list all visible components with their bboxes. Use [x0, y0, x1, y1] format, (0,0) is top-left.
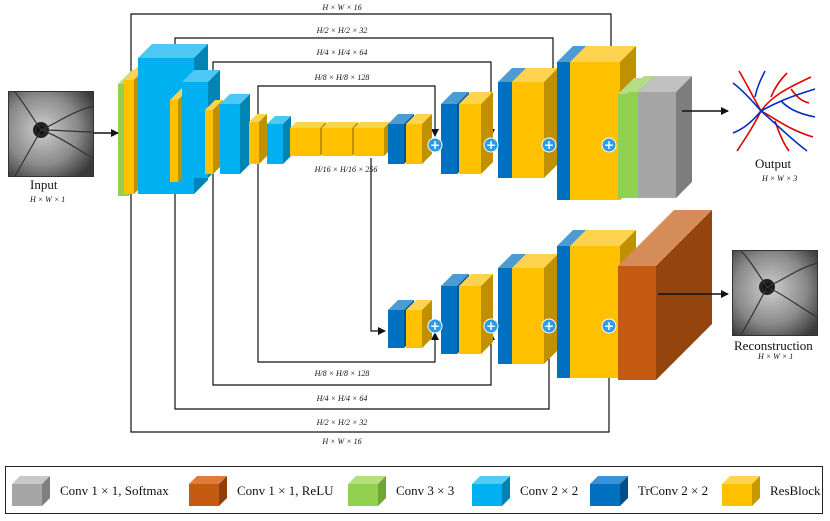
legend: Conv 1 × 1, Softmax Conv 1 × 1, ReLU Con… — [5, 466, 823, 514]
reconstruction-dims: H × W × 1 — [758, 352, 794, 361]
svg-text:+: + — [486, 319, 496, 333]
legend-label-relu: Conv 1 × 1, ReLU — [237, 483, 334, 498]
dec4-top-resblock — [406, 114, 432, 164]
add-bot-2: + — [541, 318, 557, 334]
io-arrows — [94, 107, 729, 298]
svg-text:+: + — [430, 319, 440, 333]
enc4-resblock — [249, 114, 267, 164]
legend-swatch-green — [348, 476, 386, 506]
input-dims: H × W × 1 — [30, 195, 66, 204]
skip1-top-label: H × W × 16 — [321, 3, 361, 12]
enc3-cyan — [220, 94, 250, 174]
legend-item-conv2: Conv 2 × 2 — [472, 476, 578, 506]
skip1-bot — [130, 192, 613, 433]
skip4-bot — [257, 160, 439, 363]
legend-item-trconv: TrConv 2 × 2 — [590, 476, 708, 506]
legend-item-softmax: Conv 1 × 1, Softmax — [12, 476, 169, 506]
svg-text:+: + — [604, 138, 614, 152]
dec3-top-resblock — [459, 92, 493, 174]
add-top-1: + — [601, 137, 617, 153]
dec3-bot-resblock — [459, 274, 493, 354]
out-softmax — [638, 76, 692, 198]
output-vessel-map — [730, 66, 818, 154]
svg-text:+: + — [544, 319, 554, 333]
add-bot-3: + — [483, 318, 499, 334]
output-caption: Output — [755, 156, 792, 171]
add-top-4: + — [427, 137, 443, 153]
legend-item-relu: Conv 1 × 1, ReLU — [189, 476, 334, 506]
svg-text:+: + — [604, 319, 614, 333]
bottleneck-3 — [354, 122, 390, 156]
bottleneck-down — [370, 158, 386, 335]
network-blocks — [118, 44, 712, 380]
skip2-bot-label: H/2 × H/2 × 32 — [316, 418, 368, 427]
skip1-bot-label: H × W × 16 — [321, 437, 361, 446]
legend-swatch-orange — [189, 476, 227, 506]
svg-text:+: + — [486, 138, 496, 152]
reconstruction-retina-image — [732, 250, 818, 336]
dec2-bot-resblock — [512, 254, 558, 364]
legend-label-conv2: Conv 2 × 2 — [520, 483, 579, 498]
skip4-bot-label: H/8 × H/8 × 128 — [314, 369, 370, 378]
legend-item-resblock: ResBlock — [722, 476, 821, 506]
legend-label-trconv: TrConv 2 × 2 — [638, 483, 709, 498]
skip2-top-label: H/2 × H/2 × 32 — [316, 26, 368, 35]
legend-swatch-gray — [12, 476, 50, 506]
dec2-top-resblock — [512, 68, 558, 178]
input-retina-image — [8, 91, 94, 177]
add-bot-4: + — [427, 318, 443, 334]
dec4-bot-resblock — [406, 300, 432, 348]
add-top-3: + — [483, 137, 499, 153]
skip2-bot — [174, 180, 553, 410]
add-bot-1: + — [601, 318, 617, 334]
addition-nodes: + + + + + + + + — [427, 137, 617, 334]
legend-item-conv3: Conv 3 × 3 — [348, 476, 454, 506]
svg-text:+: + — [544, 138, 554, 152]
svg-text:+: + — [430, 138, 440, 152]
reconstruction-caption: Reconstruction — [734, 338, 813, 353]
dimension-labels: H × W × 16 H/2 × H/2 × 32 H/4 × H/4 × 64… — [314, 3, 378, 446]
enc4-cyan — [267, 116, 291, 164]
legend-swatch-cyan — [472, 476, 510, 506]
skip4-top-label: H/8 × H/8 × 128 — [314, 73, 370, 82]
skip3-top-label: H/4 × H/4 × 64 — [316, 48, 368, 57]
input-caption: Input — [30, 177, 58, 192]
out-relu — [618, 210, 712, 380]
legend-label-conv3: Conv 3 × 3 — [396, 483, 455, 498]
skip3-bot-label: H/4 × H/4 × 64 — [316, 394, 368, 403]
legend-label-resblock: ResBlock — [770, 483, 821, 498]
legend-label-softmax: Conv 1 × 1, Softmax — [60, 483, 169, 498]
bottleneck-1 — [290, 122, 326, 156]
skip4-top — [257, 85, 439, 137]
legend-swatch-blue — [590, 476, 628, 506]
legend-swatch-yellow — [722, 476, 760, 506]
skip3-bot — [212, 170, 495, 386]
bottleneck-2 — [322, 122, 358, 156]
bottleneck-label: H/16 × H/16 × 256 — [314, 165, 378, 174]
add-top-2: + — [541, 137, 557, 153]
output-dims: H × W × 3 — [762, 174, 798, 183]
